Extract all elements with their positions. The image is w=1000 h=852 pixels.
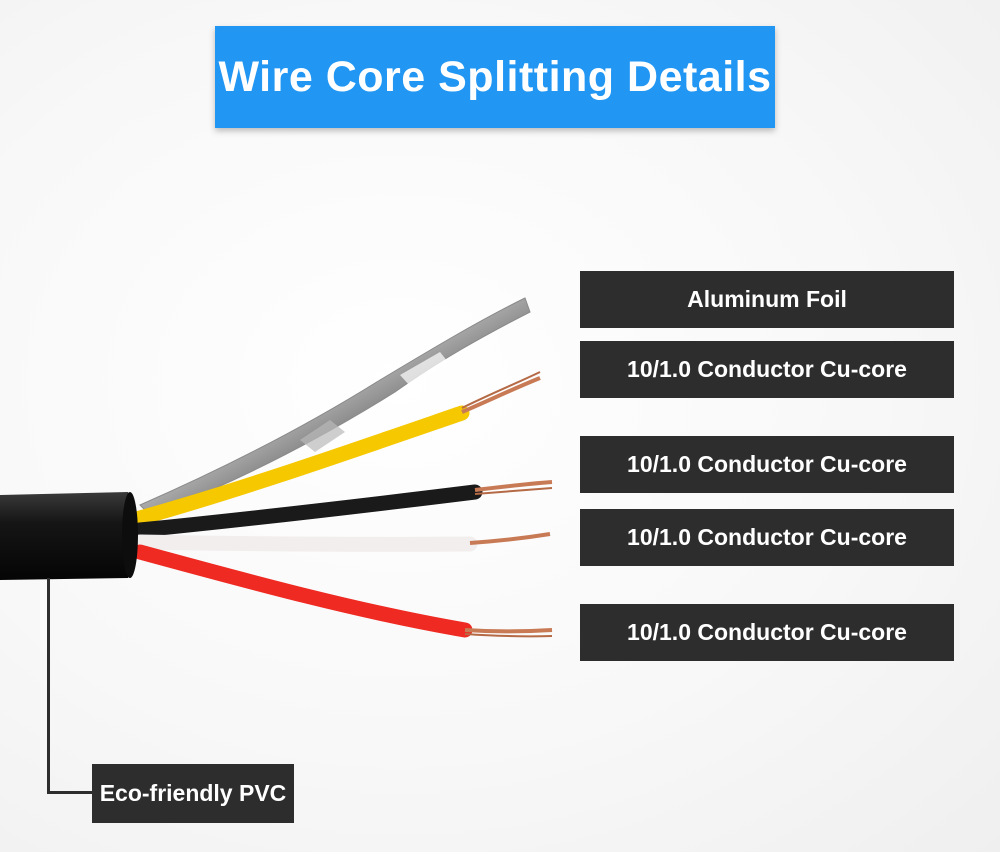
yellow-wire — [132, 371, 541, 526]
label-conductor-3: 10/1.0 Conductor Cu-core — [580, 509, 954, 566]
label-aluminum-foil: Aluminum Foil — [580, 271, 954, 328]
title-banner: Wire Core Splitting Details — [215, 26, 775, 128]
pvc-leader-line-vertical — [47, 578, 50, 794]
page-title: Wire Core Splitting Details — [218, 52, 772, 101]
black-wire — [132, 480, 553, 538]
aluminum-foil — [139, 297, 531, 516]
label-conductor-4: 10/1.0 Conductor Cu-core — [580, 604, 954, 661]
white-wire — [132, 532, 551, 552]
red-wire — [132, 544, 553, 638]
pvc-leader-line-horizontal — [47, 791, 93, 794]
label-conductor-2: 10/1.0 Conductor Cu-core — [580, 436, 954, 493]
pvc-sheath — [0, 492, 138, 580]
label-eco-friendly-pvc: Eco-friendly PVC — [92, 764, 294, 823]
label-conductor-1: 10/1.0 Conductor Cu-core — [580, 341, 954, 398]
